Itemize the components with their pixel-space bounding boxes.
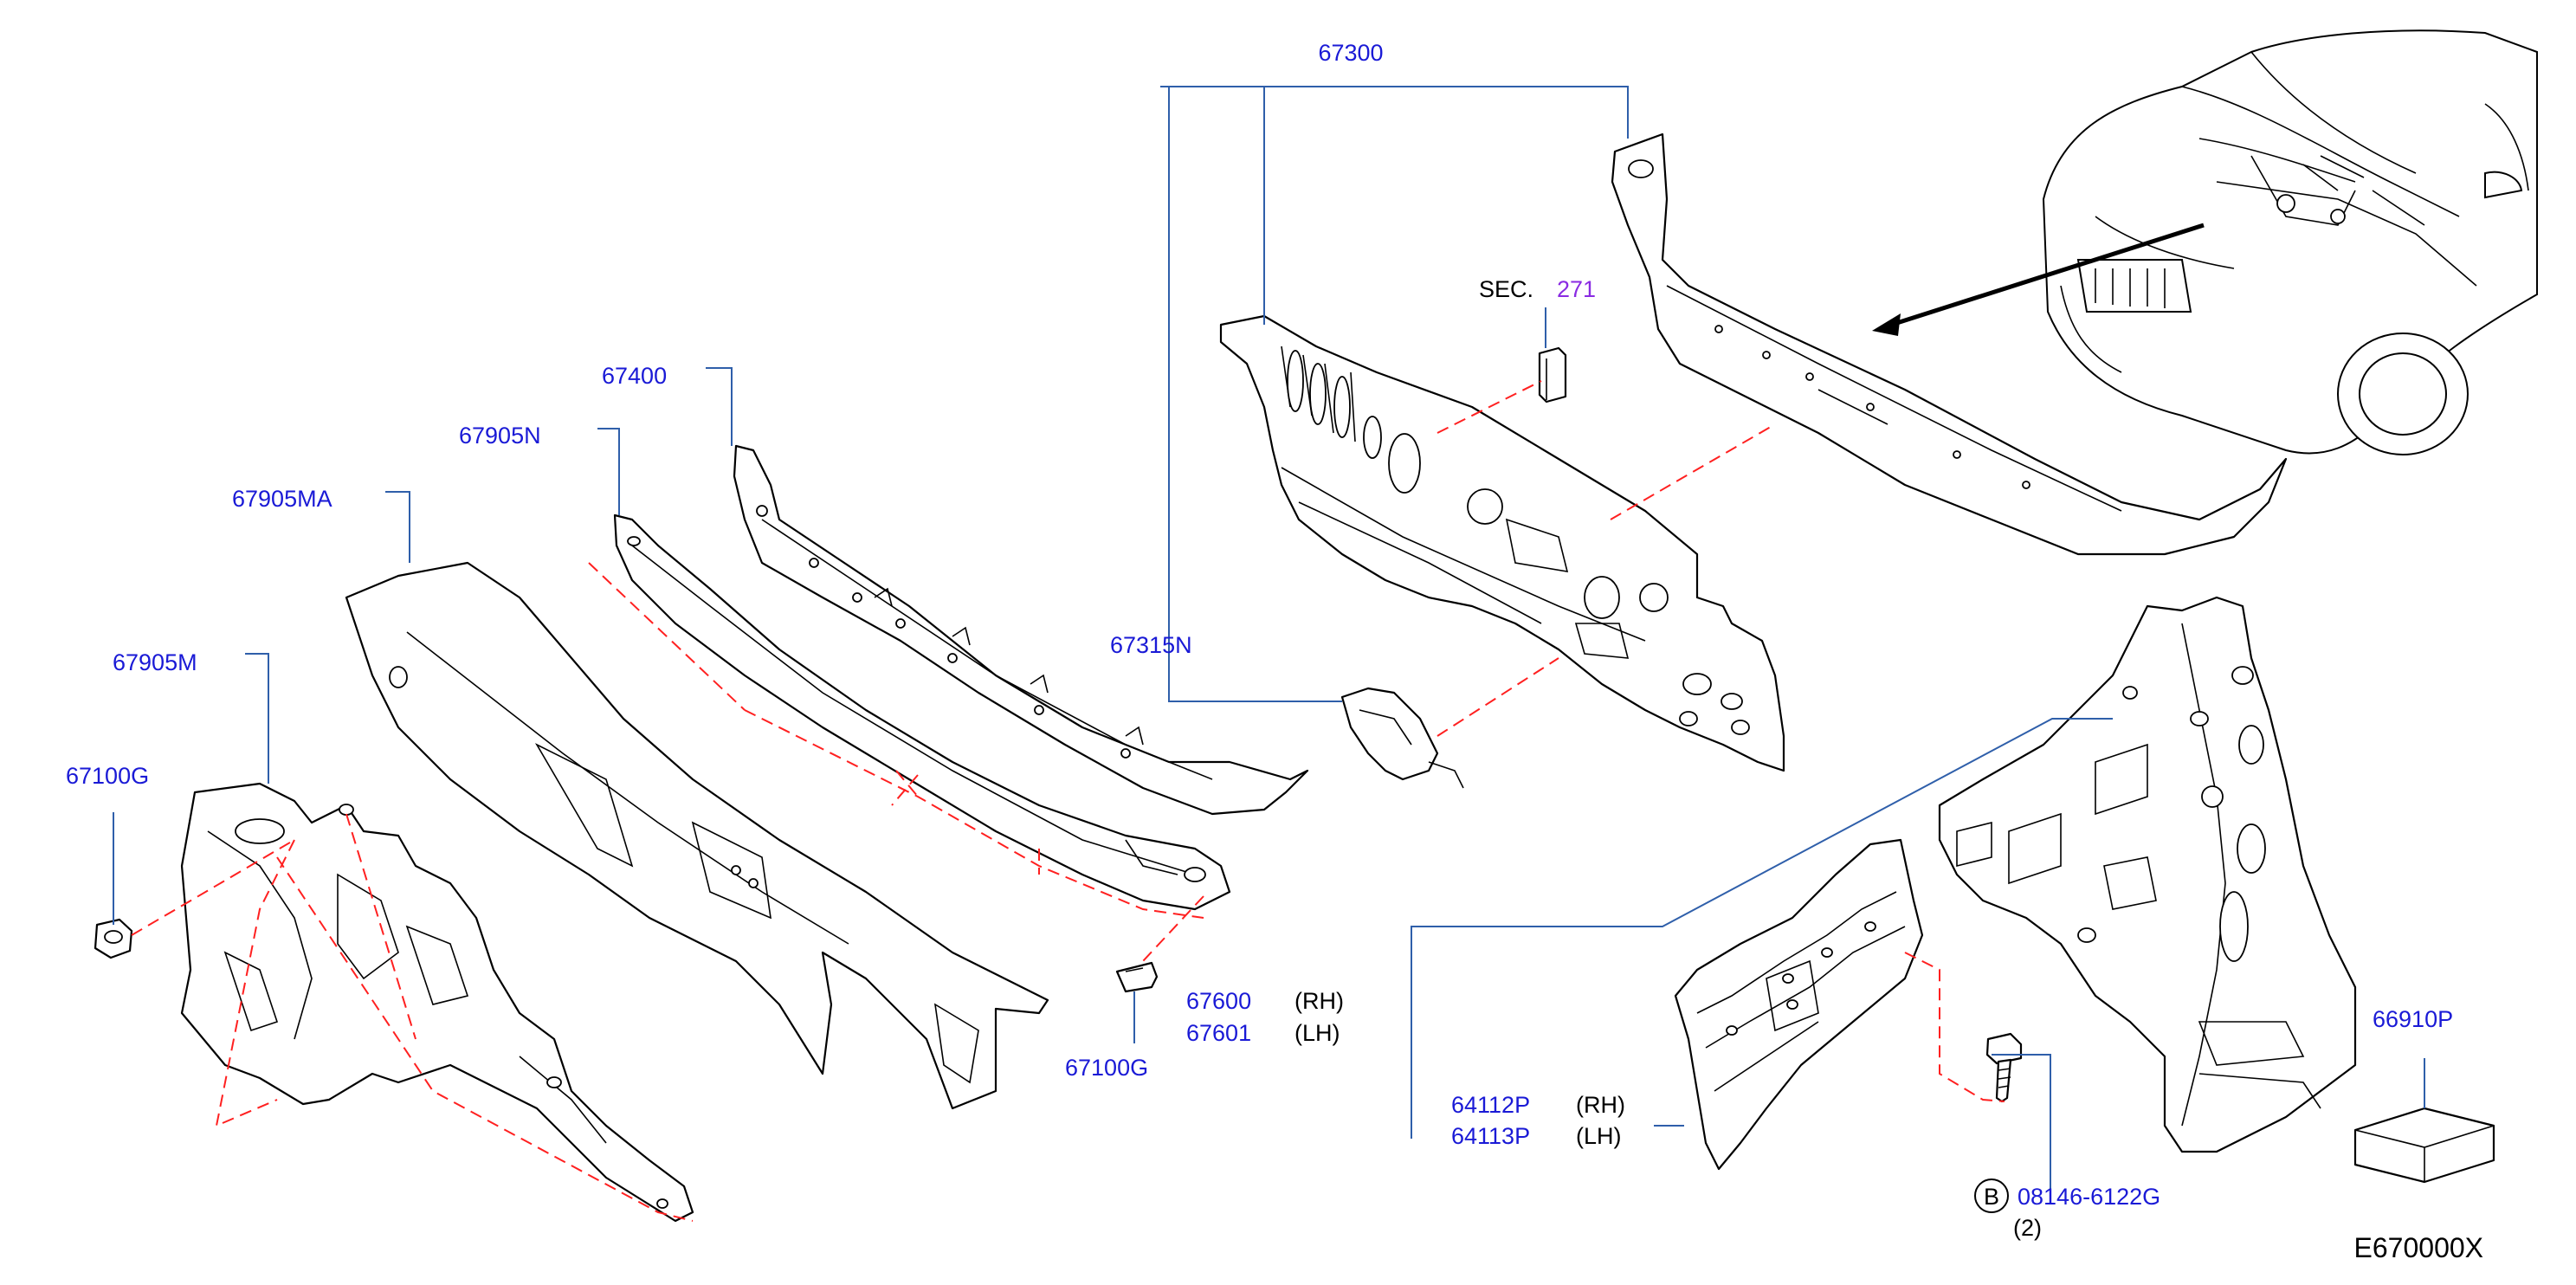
label-64112P[interactable]: 64112P — [1451, 1092, 1530, 1118]
label-67300[interactable]: 67300 — [1318, 40, 1383, 66]
label-64112P-side: (RH) — [1576, 1092, 1625, 1118]
dashed-guide-lines — [131, 380, 2005, 1222]
part-67600-side-cowl[interactable] — [1938, 596, 2357, 1153]
label-67601-side: (LH) — [1294, 1020, 1340, 1046]
bolt-08146-6122G[interactable] — [1985, 1032, 2023, 1103]
label-64113P-side: (LH) — [1576, 1123, 1622, 1149]
clip-67100G-left[interactable] — [94, 918, 133, 959]
part-67315N-plate[interactable] — [1340, 687, 1464, 789]
label-bolt-qty: (2) — [2013, 1215, 2042, 1241]
label-64113P[interactable]: 64113P — [1451, 1123, 1530, 1149]
part-67905N-insulator[interactable] — [613, 513, 1231, 911]
part-67300-dash-panel[interactable] — [1219, 314, 1785, 772]
part-67905MA-insulator[interactable] — [345, 561, 1049, 1110]
label-67315N[interactable]: 67315N — [1110, 632, 1192, 658]
label-bolt-b: B — [1984, 1184, 1999, 1210]
part-66910P-block[interactable] — [2353, 1107, 2495, 1184]
part-67905M-insulator[interactable] — [180, 782, 694, 1223]
label-67400[interactable]: 67400 — [602, 363, 667, 389]
diagram-code: E670000X — [2354, 1232, 2483, 1263]
sec-271-block[interactable] — [1538, 346, 1567, 404]
bolt-callout[interactable]: B 08146-6122G (2) — [1974, 1178, 2160, 1241]
label-67905MA[interactable]: 67905MA — [232, 486, 332, 512]
label-sec-prefix: SEC. — [1479, 276, 1533, 302]
label-67600-side: (RH) — [1294, 988, 1344, 1014]
bolt-b-circle — [1974, 1178, 2009, 1213]
vehicle-illustration — [1872, 29, 2538, 455]
label-67100G-left[interactable]: 67100G — [66, 763, 149, 789]
part-cowl-top-member[interactable] — [1611, 132, 2288, 556]
label-67905M[interactable]: 67905M — [113, 649, 197, 675]
label-sec-271[interactable]: 271 — [1557, 276, 1596, 302]
part-67400-reinforcement[interactable] — [733, 444, 1309, 816]
clip-67100G-bottom[interactable] — [1115, 961, 1159, 993]
label-67905N[interactable]: 67905N — [459, 423, 541, 449]
label-67100G-bottom[interactable]: 67100G — [1065, 1055, 1148, 1081]
label-67600[interactable]: 67600 — [1186, 988, 1251, 1014]
label-67601[interactable]: 67601 — [1186, 1020, 1251, 1046]
label-08146-6122G[interactable]: 08146-6122G — [2018, 1184, 2160, 1210]
leader-lines — [113, 86, 2425, 1195]
label-66910P[interactable]: 66910P — [2373, 1006, 2453, 1032]
part-64112P-hoodledge[interactable] — [1674, 838, 1924, 1171]
